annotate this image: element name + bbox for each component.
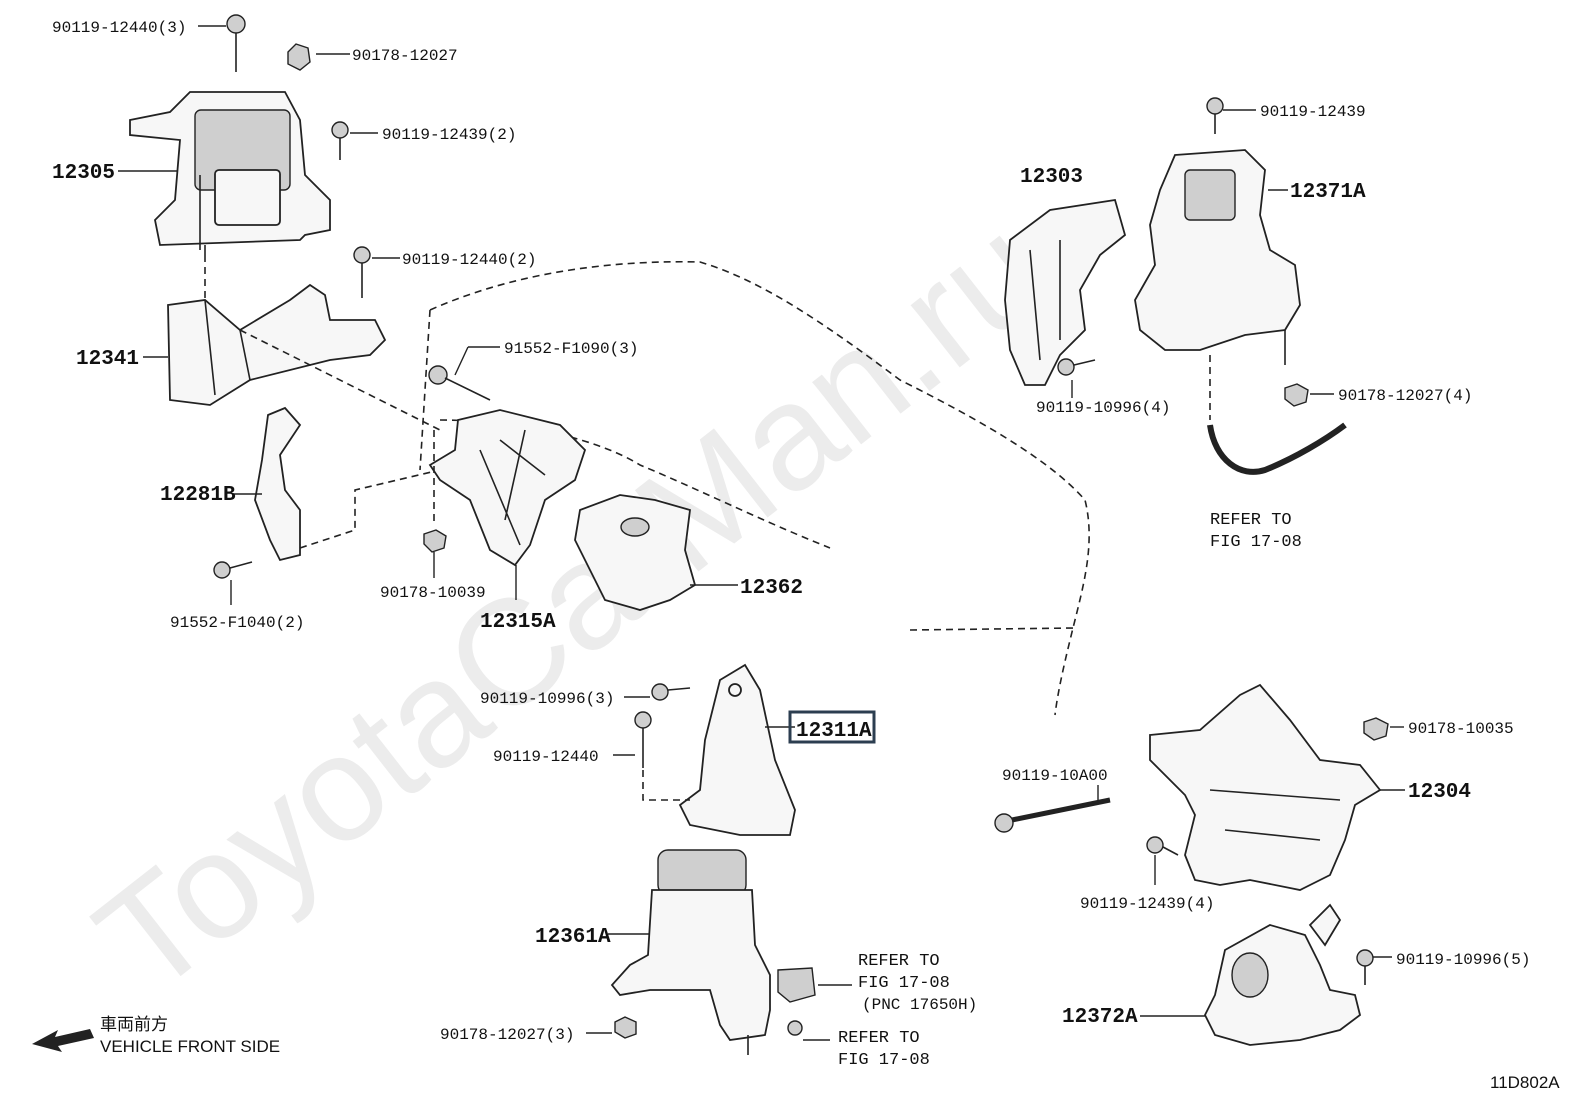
label-12315A: 12315A [480,611,556,634]
label-fastener-6: 90178-10039 [380,584,486,602]
label-12372A: 12372A [1062,1006,1138,1029]
label-fastener-4: 90119-12440(2) [402,251,536,269]
dash-12281B [299,469,441,549]
clip-bottom [787,1020,803,1036]
bracket-12311A-illustration [678,663,796,836]
bolt-12439-left [331,121,349,160]
bolt-10A00 [994,797,1111,833]
bolt-10996-3 [651,683,691,701]
bracket-12341-illustration [167,283,387,406]
refer-2-line1: REFER TO [858,952,940,971]
nut-10035 [1363,717,1389,741]
diagram-code: 11D802A [1490,1073,1560,1092]
bolt-f1090 [428,365,491,401]
bracket-12315A-illustration [428,409,587,567]
label-12303: 12303 [1020,166,1083,189]
label-12281B: 12281B [160,484,236,507]
dash-12305-12341 [204,255,441,431]
refer-2-line2: FIG 17-08 [858,974,950,993]
nut-10039 [423,529,447,553]
bolt-10996-4 [1057,358,1096,376]
direction-en: VEHICLE FRONT SIDE [100,1037,280,1056]
nut-12027-3 [614,1016,637,1039]
label-fastener-13: 90178-12027(4) [1338,387,1472,405]
refer-2-line3: (PNC 17650H) [862,996,977,1014]
highlight-12311A [788,710,876,744]
label-12361A: 12361A [535,926,611,949]
clip-17650H [777,967,816,1003]
mount-12305-illustration [129,91,331,255]
bolt-12440-2 [353,246,371,298]
label-fastener-17: 90119-10996(5) [1396,951,1530,969]
mount-12372A-illustration [1203,903,1362,1046]
refer-3-line2: FIG 17-08 [838,1051,930,1070]
label-fastener-8: 90119-10996(3) [480,690,614,708]
label-12305: 12305 [52,162,115,185]
label-fastener-9: 90119-12440 [493,748,599,766]
label-fastener-1: 90119-12440(3) [52,19,186,37]
bolt-12439-right [1206,97,1224,134]
bolt-top-left [226,14,246,72]
mount-12361A-illustration [610,849,771,1055]
dash-12311A [642,770,690,801]
refer-1-line1: REFER TO [1210,511,1292,530]
mount-12371A-illustration [1134,149,1301,365]
label-fastener-5: 91552-F1090(3) [504,340,638,358]
label-fastener-11: 90119-12439 [1260,103,1366,121]
label-12311A: 12311A [796,720,872,743]
label-fastener-7: 91552-F1040(2) [170,614,304,632]
label-fastener-10: 90178-12027(3) [440,1026,574,1044]
engine-outline [419,260,1090,716]
label-12341: 12341 [76,348,139,371]
label-fastener-14: 90119-10A00 [1002,767,1108,785]
bolt-10996-5 [1356,949,1374,985]
bolt-12440-single [634,711,652,768]
label-fastener-2: 90178-12027 [352,47,458,65]
direction-jp: 車両前方 [100,1015,168,1034]
bolt-f1040 [213,561,253,579]
leader-lines [118,25,1405,1041]
label-12371A: 12371A [1290,181,1366,204]
hose-pipe [1207,422,1347,475]
label-fastener-15: 90178-10035 [1408,720,1514,738]
label-12362: 12362 [740,577,803,600]
bolt-12439-4 [1146,836,1179,856]
label-fastener-12: 90119-10996(4) [1036,399,1170,417]
refer-3-line1: REFER TO [838,1029,920,1048]
pad-12362-illustration [574,494,697,611]
bracket-12281B-illustration [254,406,302,562]
label-12304: 12304 [1408,781,1471,804]
nut-top-left [287,43,311,71]
refer-1-line2: FIG 17-08 [1210,533,1302,552]
bracket-12304-illustration [1149,683,1382,891]
label-fastener-16: 90119-12439(4) [1080,895,1214,913]
front-arrow-icon [32,1029,94,1052]
bracket-12303-illustration [1004,198,1127,386]
nut-12027-4 [1284,383,1309,407]
label-fastener-3: 90119-12439(2) [382,126,516,144]
